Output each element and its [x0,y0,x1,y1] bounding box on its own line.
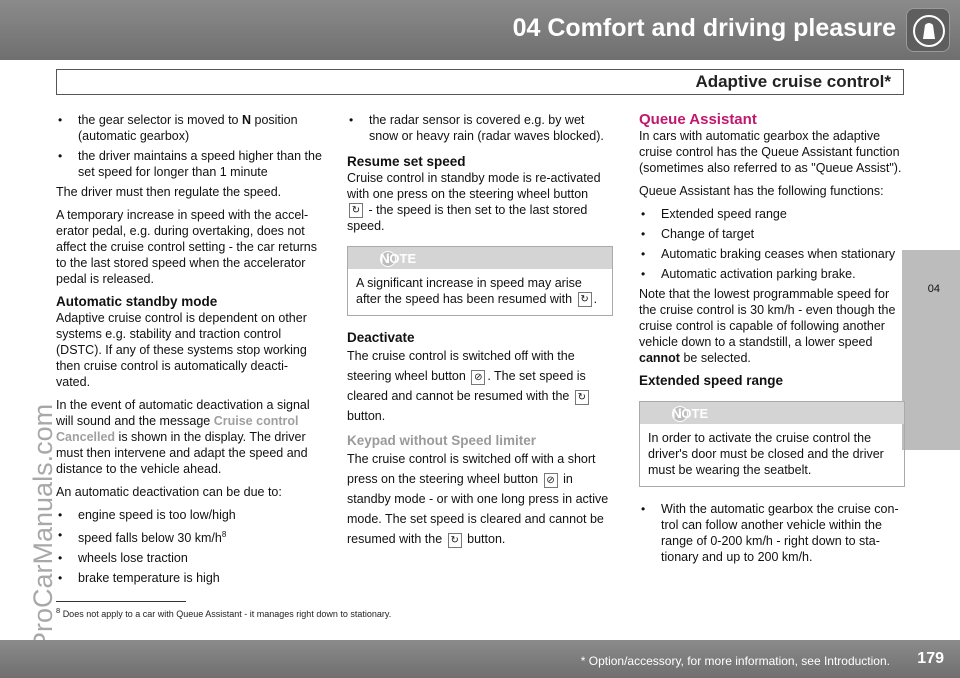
list-item: Automatic activation parking brake. [639,266,905,282]
paragraph: In cars with automatic gearbox the adapt… [639,129,902,175]
list-item: Automatic braking ceases when stationary [639,246,905,262]
page-number: 179 [917,650,944,667]
paragraph: A temporary increase in speed with the a… [56,208,318,286]
heading-deactivate: Deactivate [347,330,415,346]
heading-resume: Resume set speed [347,154,466,169]
chapter-header: 04 Comfort and driving pleasure [0,0,960,60]
list-item: the gear selector is moved to N position… [56,112,322,144]
page-footer: * Option/accessory, for more information… [0,640,960,678]
paragraph: An automatic deactivation can be due to: [56,485,282,499]
seat-icon [906,8,950,52]
list-item: brake temperature is high [56,570,322,586]
column-3: Queue Assistant In cars with automatic g… [639,112,905,569]
paragraph: In the event of automatic deactivation a… [56,398,310,476]
list-item: wheels lose traction [56,550,322,566]
list-item: engine speed is too low/high [56,507,322,523]
heading-queue-assistant: Queue Assistant [639,111,757,128]
column-2: the radar sensor is covered e.g. by wet … [347,112,613,556]
footnote-ref: 8 [221,530,227,539]
list-item: Extended speed range [639,206,905,222]
paragraph: Adaptive cruise control is dependent on … [56,311,307,389]
section-title: Adaptive cruise control* [695,72,891,91]
paragraph: The cruise control is switched off with … [347,346,613,426]
paragraph: Note that the lowest programmable speed … [639,287,896,365]
list-item: the driver maintains a speed higher than… [56,148,322,180]
paragraph: Cruise control in standby mode is re-act… [347,171,601,234]
paragraph: Queue Assistant has the following functi… [639,184,884,198]
column-1: the gear selector is moved to N position… [56,112,322,590]
list-item: the radar sensor is covered e.g. by wet … [347,112,613,144]
info-icon: i [380,251,396,268]
footer-note: * Option/accessory, for more information… [580,654,890,668]
resume-arrow-icon: ↻ [349,203,363,219]
side-tab-label: 04 [927,283,940,295]
resume-arrow-icon: ↻ [447,532,462,548]
heading-keypad: Keypad without Speed limiter [347,433,537,449]
heading-standby: Automatic standby mode [56,294,218,309]
resume-arrow-icon: ↻ [574,389,589,405]
info-icon: i [672,406,688,422]
resume-arrow-icon: ↻ [577,292,592,308]
section-bar: Adaptive cruise control* [56,69,904,95]
list-item: With the automatic gearbox the cruise co… [639,501,905,565]
footnote-rule [56,601,186,602]
list-item: Change of target [639,226,905,242]
chapter-title: 04 Comfort and driving pleasure [512,14,896,42]
list-item: speed falls below 30 km/h8 [56,527,322,546]
chapter-side-tab[interactable] [902,250,960,450]
paragraph: The driver must then regulate the speed. [56,185,282,199]
watermark: ProCarManuals.com [28,403,58,650]
footnote: 8 Does not apply to a car with Queue Ass… [56,606,392,619]
cruise-off-icon: ⊘ [471,369,486,385]
cruise-off-icon: ⊘ [543,472,558,488]
heading-extended-range: Extended speed range [639,373,784,388]
paragraph: The cruise control is switched off with … [347,452,609,548]
display-message: Cruise control Cancelled [56,414,299,444]
